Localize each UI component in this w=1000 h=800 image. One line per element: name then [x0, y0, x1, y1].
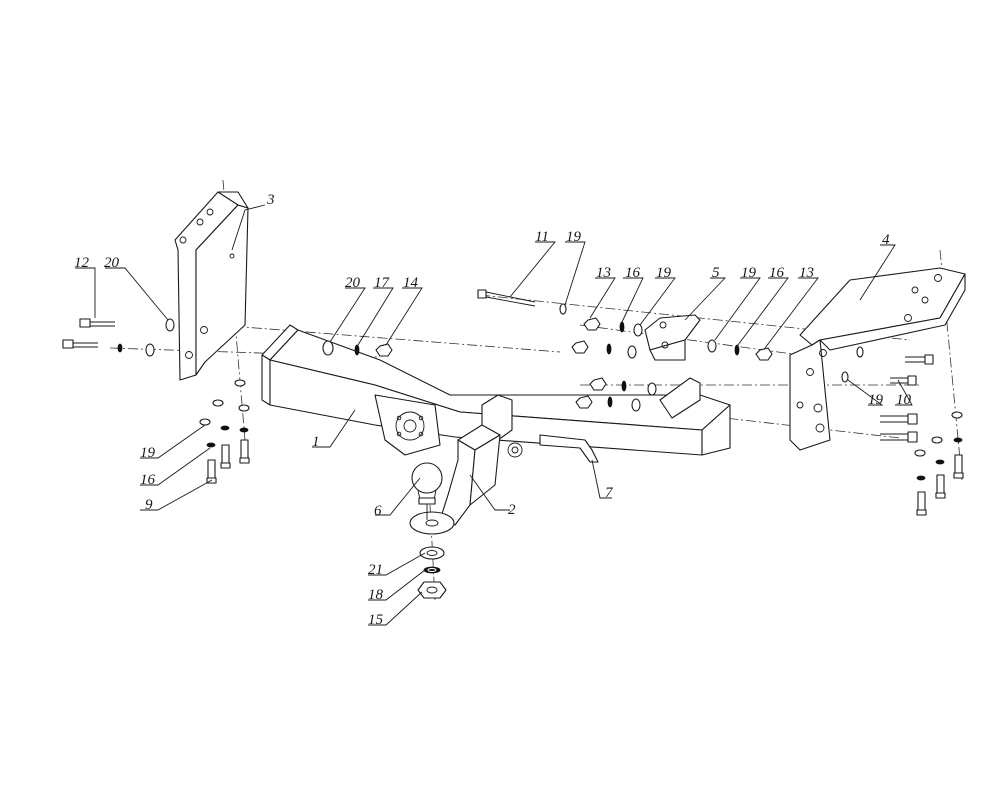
label-16-b: 16 — [769, 265, 785, 281]
part-number-labels: 3 12 20 20 17 14 11 19 13 16 19 5 19 16 … — [74, 192, 912, 628]
label-15: 15 — [368, 612, 384, 628]
right-mounting-bracket — [789, 267, 966, 451]
label-7: 7 — [605, 485, 614, 501]
label-11: 11 — [535, 229, 549, 245]
label-19-e: 19 — [140, 445, 156, 461]
label-1: 1 — [312, 434, 320, 450]
label-19-c: 19 — [741, 265, 757, 281]
label-4: 4 — [882, 232, 890, 248]
label-3: 3 — [266, 192, 275, 208]
label-13-b: 13 — [799, 265, 814, 281]
label-16-a: 16 — [625, 265, 641, 281]
small-bracket — [644, 314, 701, 361]
label-14: 14 — [403, 275, 419, 291]
main-crossbeam — [261, 324, 731, 456]
label-9: 9 — [145, 497, 153, 513]
label-2: 2 — [508, 502, 516, 518]
drawbar — [409, 394, 523, 535]
label-6: 6 — [374, 503, 382, 519]
label-12: 12 — [74, 255, 90, 271]
label-19-b: 19 — [656, 265, 672, 281]
label-21: 21 — [368, 562, 383, 578]
socket-bracket — [539, 434, 599, 463]
label-17: 17 — [374, 275, 391, 291]
label-16-c: 16 — [140, 472, 156, 488]
left-mounting-bracket — [174, 191, 249, 381]
label-19-top: 19 — [566, 229, 582, 245]
label-13-a: 13 — [596, 265, 611, 281]
label-20-center: 20 — [345, 275, 361, 291]
label-19-d: 19 — [868, 392, 884, 408]
label-20-left: 20 — [104, 255, 120, 271]
tow-ball — [411, 462, 443, 520]
label-10: 10 — [896, 392, 912, 408]
label-18: 18 — [368, 587, 384, 603]
label-5: 5 — [712, 265, 720, 281]
leader-lines — [75, 204, 913, 626]
